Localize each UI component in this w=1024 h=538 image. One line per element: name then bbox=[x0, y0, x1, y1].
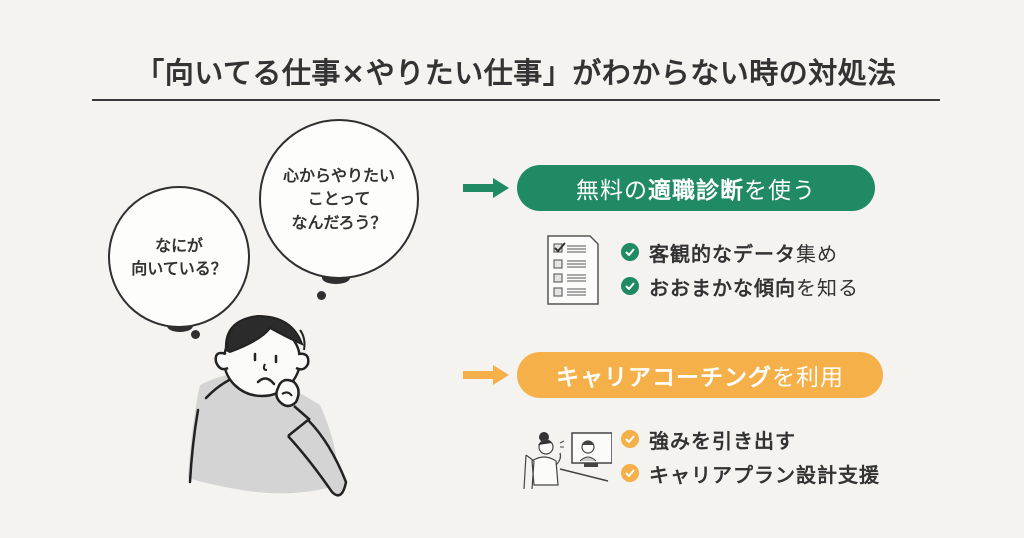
career-coaching-benefits: 強みを引き出す キャリアプラン設計支援 bbox=[621, 422, 880, 490]
aptitude-test-benefits: 客観的なデータ集め おおまかな傾向を知る bbox=[621, 235, 859, 303]
benefit-text-emphasis: 客観的なデータ bbox=[649, 241, 796, 266]
online-coaching-session-icon bbox=[523, 432, 612, 490]
benefit-text: 集め bbox=[796, 241, 838, 266]
benefit-text-emphasis: おおまかな傾向 bbox=[649, 275, 796, 300]
check-circle-icon bbox=[621, 277, 639, 295]
benefit-text-emphasis: キャリアプラン設計支援 bbox=[649, 462, 880, 487]
bubble-left-dot bbox=[191, 330, 200, 339]
pill-text: を利用 bbox=[772, 365, 844, 391]
title-divider bbox=[92, 99, 940, 101]
benefit-item: おおまかな傾向を知る bbox=[621, 269, 859, 303]
benefit-item: 客観的なデータ集め bbox=[621, 235, 859, 269]
thought-bubble-left: なにが 向いている？ bbox=[108, 186, 250, 328]
pill-text-emphasis: 適職診断 bbox=[648, 178, 744, 204]
thought-text: ことって bbox=[307, 189, 371, 209]
thought-text: 心からやりたい bbox=[282, 166, 395, 186]
benefit-text-emphasis: 強みを引き出す bbox=[649, 428, 796, 453]
page-title: 「向いてる仕事×やりたい仕事」がわからない時の対処法 bbox=[135, 56, 897, 90]
benefit-item: 強みを引き出す bbox=[621, 422, 880, 456]
arrow-right-icon bbox=[463, 178, 509, 198]
benefit-text: を知る bbox=[796, 275, 859, 300]
method-pill-aptitude-test: 無料の適職診断を使う bbox=[517, 165, 875, 211]
thought-text: 向いている？ bbox=[131, 259, 227, 278]
method-pill-career-coaching: キャリアコーチングを利用 bbox=[517, 352, 883, 398]
pill-text-emphasis: キャリアコーチング bbox=[556, 365, 772, 391]
pill-text: を使う bbox=[744, 178, 816, 204]
check-circle-icon bbox=[621, 464, 639, 482]
thought-bubble-right: 心からやりたい ことって なんだろう？ bbox=[259, 119, 419, 279]
thought-text: なにが bbox=[155, 235, 203, 255]
check-circle-icon bbox=[621, 243, 639, 261]
checklist-document-icon bbox=[547, 235, 599, 305]
thinking-person-illustration bbox=[188, 314, 348, 497]
benefit-item: キャリアプラン設計支援 bbox=[621, 456, 880, 490]
check-circle-icon bbox=[621, 430, 639, 448]
arrow-right-icon bbox=[463, 365, 509, 385]
thought-text: なんだろう？ bbox=[291, 212, 387, 232]
pill-text: 無料の bbox=[576, 178, 648, 204]
bubble-right-dot bbox=[317, 291, 326, 300]
